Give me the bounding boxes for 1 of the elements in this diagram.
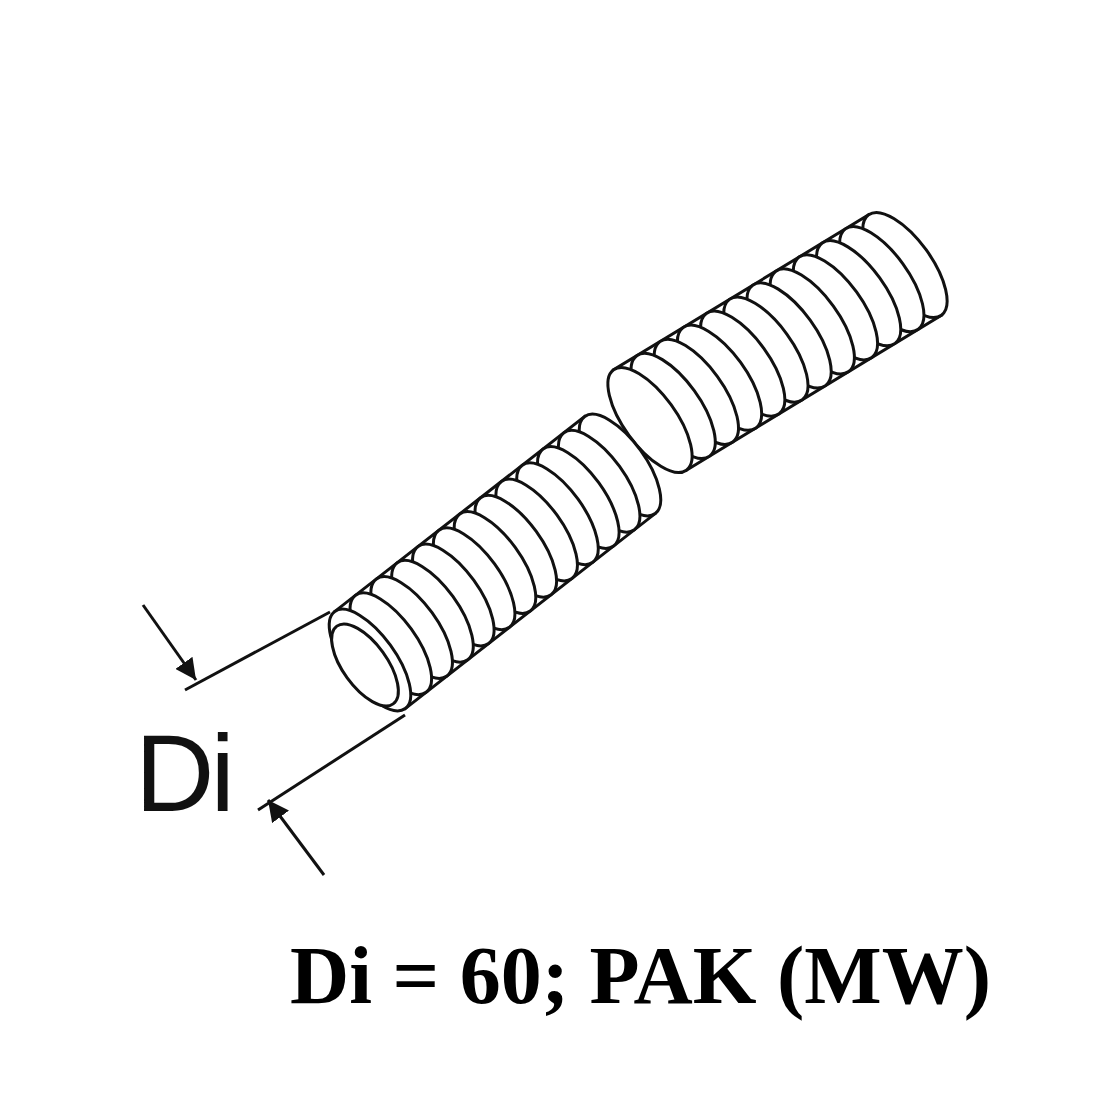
dimension-label: Di — [135, 718, 231, 828]
